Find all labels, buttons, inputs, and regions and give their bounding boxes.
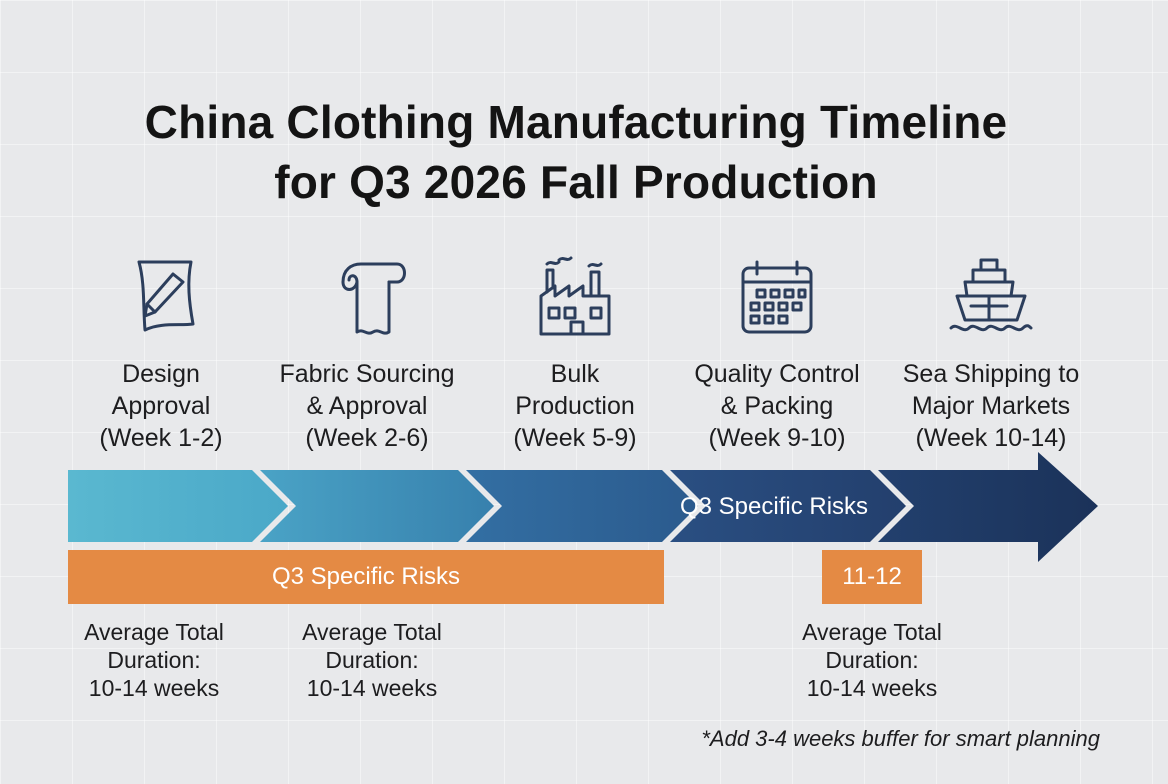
risk-badge-label: 11-12 <box>842 563 902 590</box>
stage-shipping-label: Sea Shipping to Major Markets (Week 10-1… <box>886 358 1096 454</box>
average-duration-2: Average Total Duration: 10-14 weeks <box>272 618 472 702</box>
average-3-line-1: Average Total <box>802 619 942 645</box>
stage-shipping-line-3: (Week 10-14) <box>915 424 1067 452</box>
risk-band-label: Q3 Specific Risks <box>271 563 461 590</box>
risk-band: Q3 Specific Risks <box>68 550 664 604</box>
stage-design-line-2: Approval <box>111 392 211 420</box>
average-1-line-3: 10-14 weeks <box>88 675 220 701</box>
stage-bulk-line-2: Production <box>515 392 635 420</box>
stage-fabric: Fabric Sourcing & Approval (Week 2-6) <box>262 252 472 454</box>
pencil-paper-icon <box>137 260 195 332</box>
average-3-line-3: 10-14 weeks <box>806 675 938 701</box>
arrow-segment-design <box>68 470 288 542</box>
fabric-roll-icon <box>341 262 406 335</box>
arrow-risk-label: Q3 Specific Risks <box>679 493 869 520</box>
stage-shipping-line-2: Major Markets <box>911 392 1071 420</box>
stage-qc-line-2: & Packing <box>720 392 834 420</box>
stage-design: Design Approval (Week 1-2) <box>56 252 266 454</box>
stage-fabric-line-3: (Week 2-6) <box>305 424 429 452</box>
factory-icon <box>539 256 611 336</box>
stage-fabric-line-1: Fabric Sourcing <box>279 360 455 388</box>
calendar-icon <box>741 260 813 334</box>
stage-design-line-1: Design <box>122 360 200 388</box>
title-line-1: China Clothing Manufacturing Timeline <box>144 96 1008 148</box>
stage-bulk-label: Bulk Production (Week 5-9) <box>470 358 680 454</box>
average-duration-3: Average Total Duration: 10-14 weeks <box>772 618 972 702</box>
average-3-line-2: Duration: <box>825 647 919 673</box>
arrow-segment-fabric <box>260 470 494 542</box>
average-2-line-3: 10-14 weeks <box>306 675 438 701</box>
arrow-segment-bulk <box>466 470 698 542</box>
stage-qc-line-1: Quality Control <box>694 360 860 388</box>
average-1-line-1: Average Total <box>84 619 224 645</box>
stage-fabric-label: Fabric Sourcing & Approval (Week 2-6) <box>262 358 472 454</box>
stage-bulk-line-3: (Week 5-9) <box>513 424 637 452</box>
stage-fabric-line-2: & Approval <box>306 392 428 420</box>
stage-design-label: Design Approval (Week 1-2) <box>56 358 266 454</box>
average-2-line-2: Duration: <box>325 647 419 673</box>
stage-shipping-line-1: Sea Shipping to <box>902 360 1080 388</box>
stage-bulk-line-1: Bulk <box>550 360 600 388</box>
risk-badge: 11-12 <box>822 550 922 604</box>
ship-icon <box>949 258 1033 332</box>
arrow-segment-shipping <box>878 452 1098 562</box>
average-1-line-2: Duration: <box>107 647 201 673</box>
stage-qc-label: Quality Control & Packing (Week 9-10) <box>672 358 882 454</box>
average-duration-1: Average Total Duration: 10-14 weeks <box>54 618 254 702</box>
average-2-line-1: Average Total <box>302 619 442 645</box>
stage-design-line-3: (Week 1-2) <box>99 424 223 452</box>
stage-bulk: Bulk Production (Week 5-9) <box>470 252 680 454</box>
arrow-segment-qc <box>670 470 906 542</box>
stage-qc-line-3: (Week 9-10) <box>708 424 846 452</box>
stage-shipping: Sea Shipping to Major Markets (Week 10-1… <box>886 252 1096 454</box>
planning-note: *Add 3-4 weeks buffer for smart planning <box>701 726 1100 751</box>
stage-qc: Quality Control & Packing (Week 9-10) <box>672 252 882 454</box>
title-line-2: for Q3 2026 Fall Production <box>274 156 878 208</box>
page-title: China Clothing Manufacturing Timeline fo… <box>0 92 1152 212</box>
